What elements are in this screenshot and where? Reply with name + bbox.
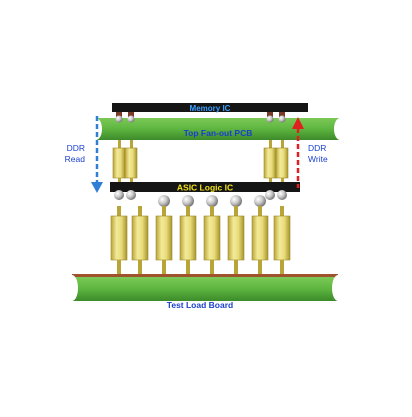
- spring-probe: [155, 206, 173, 274]
- ddr-read-label-line2: Read: [65, 154, 86, 164]
- solder-ball: [182, 195, 194, 207]
- test-load-board: Test Load Board: [66, 274, 344, 310]
- ddr-write-label-line1: DDR: [308, 143, 326, 153]
- asic-logic-ic: ASIC Logic IC: [110, 182, 300, 193]
- solder-ball: [254, 195, 266, 207]
- spring-probe: [263, 140, 277, 184]
- top-pcb-right-bevel: [334, 118, 346, 140]
- solder-ball: [265, 190, 275, 200]
- spring-probe: [179, 206, 197, 274]
- spring-probe: [273, 206, 291, 274]
- spring-probe: [227, 206, 245, 274]
- memory-ic-label: Memory IC: [190, 104, 231, 113]
- solder-ball: [230, 195, 242, 207]
- test-board-label: Test Load Board: [167, 300, 233, 310]
- spring-probe: [203, 206, 221, 274]
- top-fanout-pcb: Top Fan-out PCB: [90, 118, 346, 140]
- asic-label: ASIC Logic IC: [177, 183, 233, 193]
- test-board-left-bevel: [66, 275, 78, 301]
- memory-contact: [266, 112, 274, 123]
- test-board-right-bevel: [332, 275, 344, 301]
- upper-spring-probes: [112, 140, 289, 184]
- solder-ball: [114, 190, 124, 200]
- spring-probe: [275, 140, 289, 184]
- ddr-write-label-line2: Write: [308, 154, 328, 164]
- ddr-write-arrow: DDR Write: [292, 117, 328, 188]
- lower-spring-probes: [110, 206, 291, 274]
- memory-contacts: [115, 112, 286, 123]
- top-pcb-label: Top Fan-out PCB: [184, 128, 253, 138]
- solder-ball: [277, 190, 287, 200]
- test-board-body: [72, 277, 338, 301]
- memory-contact: [278, 112, 286, 123]
- memory-ic: Memory IC: [112, 103, 308, 113]
- memory-contact: [127, 112, 135, 123]
- solder-ball: [126, 190, 136, 200]
- asic-solder-balls: [114, 190, 287, 207]
- board-pad-strip: [72, 274, 338, 277]
- solder-ball: [206, 195, 218, 207]
- spring-probe: [124, 140, 138, 184]
- spring-probe: [131, 206, 149, 274]
- spring-probe: [110, 206, 128, 274]
- top-pcb-body: [96, 118, 340, 140]
- spring-probe: [251, 206, 269, 274]
- ddr-read-label-line1: DDR: [67, 143, 85, 153]
- asic-body: [110, 182, 300, 192]
- memory-ic-body: [112, 103, 308, 112]
- read-arrow-head: [91, 182, 103, 193]
- write-arrow-head: [292, 117, 304, 129]
- ddr-read-arrow: DDR Read: [65, 116, 103, 193]
- solder-ball: [158, 195, 170, 207]
- spring-probe: [112, 140, 126, 184]
- memory-contact: [115, 112, 123, 123]
